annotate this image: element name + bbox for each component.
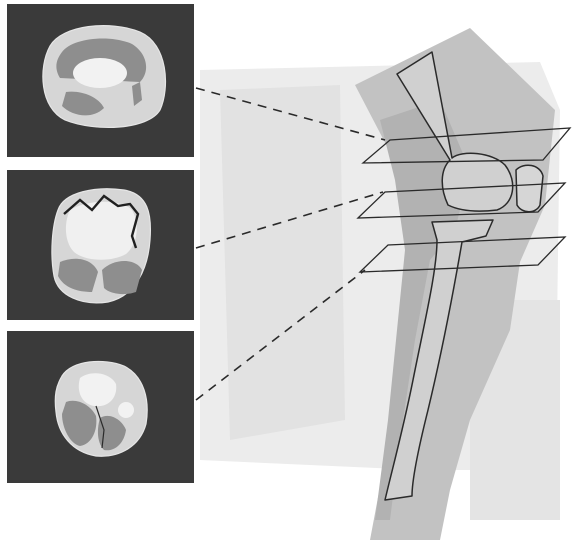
bone-region <box>66 202 137 260</box>
lower-cross-section-panel <box>7 331 194 483</box>
patella-bone-outline <box>516 165 543 212</box>
middle-cross-section-panel <box>7 170 194 320</box>
upper-cross-section-panel <box>7 4 194 157</box>
fibula-section <box>118 402 134 418</box>
bone-marrow <box>73 58 127 88</box>
muscle-region <box>102 261 142 294</box>
